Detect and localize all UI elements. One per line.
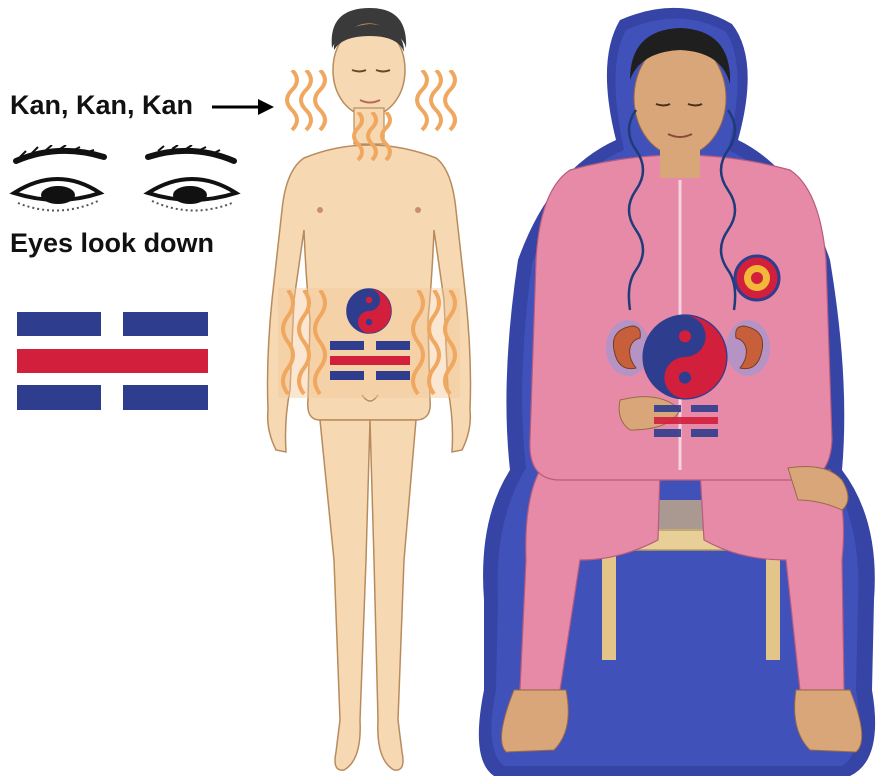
trigram-bottom-right-bar <box>376 371 410 380</box>
kan-trigram-icon <box>330 341 410 381</box>
kan-trigram-icon <box>17 312 208 410</box>
kan-trigram-icon <box>654 405 718 437</box>
eyes-label: Eyes look down <box>10 230 214 257</box>
heat-wave-icon <box>408 290 464 396</box>
yin-yang-icon <box>642 314 728 400</box>
trigram-middle-bar <box>17 349 208 373</box>
trigram-top-right-bar <box>123 312 208 336</box>
kidney-icon <box>726 320 770 376</box>
trigram-top-right-bar <box>691 405 718 412</box>
emblem-badge-icon <box>733 254 781 302</box>
trigram-bottom-right-bar <box>123 385 208 410</box>
trigram-bottom-left-bar <box>17 385 101 410</box>
trigram-top-left-bar <box>330 341 364 350</box>
trigram-bottom-left-bar <box>330 371 364 380</box>
heat-wave-icon <box>350 112 396 162</box>
trigram-top-left-bar <box>17 312 101 336</box>
trigram-bottom-left-bar <box>654 429 681 437</box>
chant-label: Kan, Kan, Kan <box>10 92 193 119</box>
trigram-middle-bar <box>330 356 410 365</box>
yin-yang-icon <box>346 288 392 334</box>
trigram-bottom-right-bar <box>691 429 718 437</box>
heat-wave-icon <box>412 70 462 140</box>
heat-wave-icon <box>282 70 332 140</box>
trigram-middle-bar <box>654 417 718 424</box>
heat-wave-icon <box>278 290 334 396</box>
trigram-top-right-bar <box>376 341 410 350</box>
eyes-looking-down-icon <box>8 145 243 220</box>
trigram-top-left-bar <box>654 405 681 412</box>
